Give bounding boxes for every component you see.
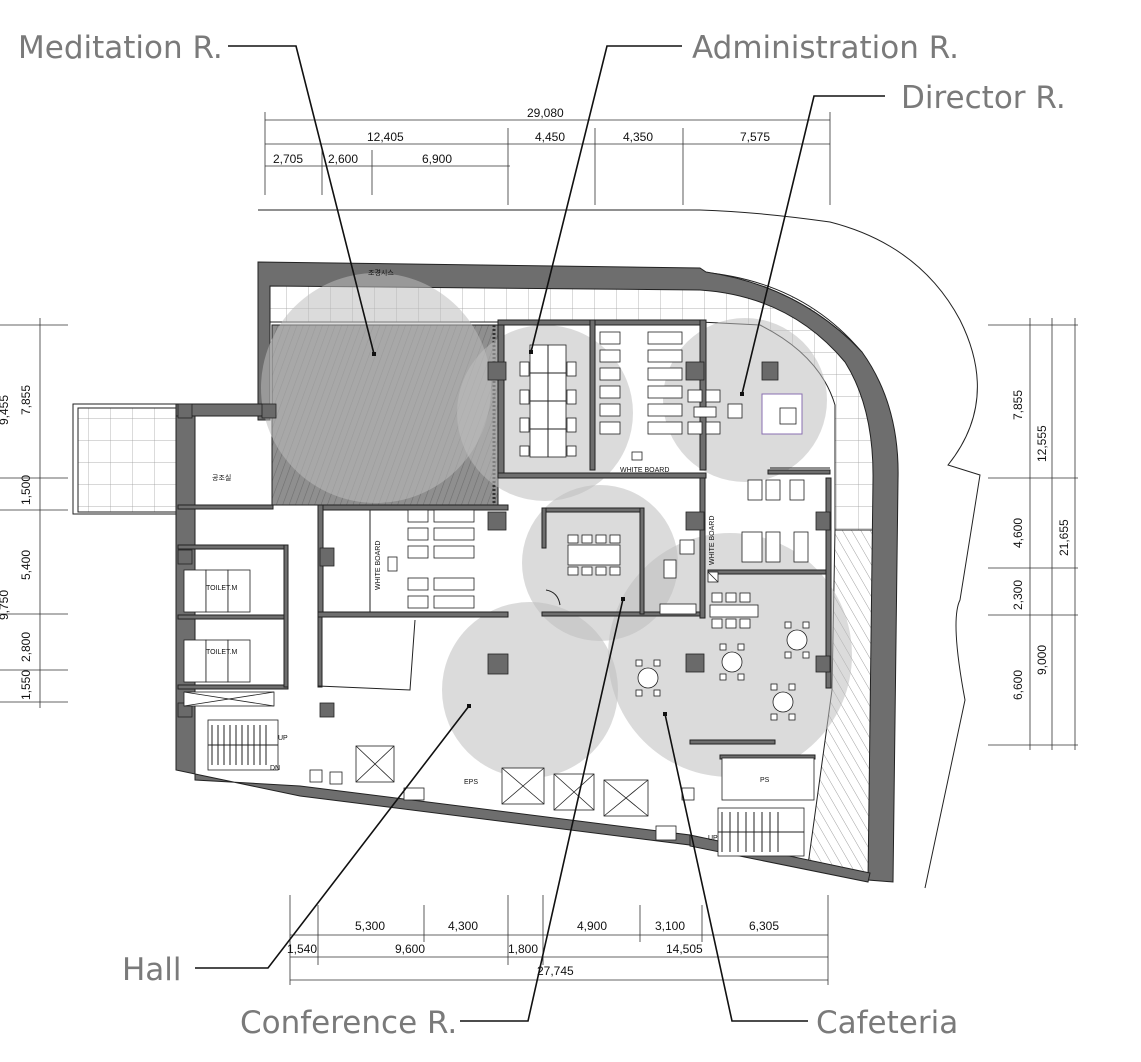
administration-furniture: WHITE BOARD bbox=[519, 331, 683, 474]
dim-left-a: 7,855 bbox=[19, 385, 33, 415]
interior-walls bbox=[177, 319, 832, 760]
dim-bottom-d: 3,100 bbox=[655, 919, 685, 933]
cafeteria-furniture bbox=[635, 592, 810, 721]
eps-label: EPS bbox=[464, 779, 478, 786]
dim-bottom-g: 9,600 bbox=[395, 942, 425, 956]
dim-left-cut1: 9,455 bbox=[0, 395, 11, 425]
dim-bottom-i: 14,505 bbox=[666, 942, 703, 956]
callout-hall: Hall bbox=[122, 952, 182, 988]
dim-bottom-a: 5,300 bbox=[355, 919, 385, 933]
toilets: TOILET.M TOILET.M 공조실 조경시스 bbox=[183, 268, 394, 683]
dim-right-g: 9,000 bbox=[1035, 645, 1049, 675]
dim-top-a: 12,405 bbox=[367, 130, 404, 144]
dim-top-f: 2,600 bbox=[328, 152, 358, 166]
dim-top-d: 7,575 bbox=[740, 130, 770, 144]
dim-bottom-total: 27,745 bbox=[537, 964, 574, 978]
dim-right-a: 7,855 bbox=[1011, 390, 1025, 420]
stair-up-label-2: UP bbox=[708, 835, 718, 842]
dim-right-c: 4,600 bbox=[1011, 518, 1025, 548]
dim-left-b: 1,500 bbox=[19, 475, 33, 505]
callout-director-room: Director R. bbox=[901, 80, 1066, 116]
dim-bottom-e: 6,305 bbox=[749, 919, 779, 933]
core-stairs-elevators: UP DN EPS PS UP bbox=[183, 691, 815, 857]
dim-left-c: 5,400 bbox=[19, 550, 33, 580]
dim-top-g: 6,900 bbox=[422, 152, 452, 166]
training-room-furniture: WHITE BOARD bbox=[369, 509, 475, 612]
whiteboard-label-admin: WHITE BOARD bbox=[620, 467, 669, 474]
dim-top-c: 4,350 bbox=[623, 130, 653, 144]
callout-cafeteria: Cafeteria bbox=[816, 1005, 958, 1041]
callout-leader-lines bbox=[195, 45, 885, 1022]
dim-bottom-b: 4,300 bbox=[448, 919, 478, 933]
structural-columns bbox=[177, 361, 831, 718]
director-furniture bbox=[687, 389, 830, 469]
mechanical-room-label: 공조실 bbox=[212, 473, 231, 482]
dim-left-d: 2,800 bbox=[19, 632, 33, 662]
callout-administration-room: Administration R. bbox=[692, 30, 959, 66]
callout-conference-room: Conference R. bbox=[240, 1005, 457, 1041]
stair-dn-label: DN bbox=[270, 765, 280, 772]
dim-left-cut2: 9,750 bbox=[0, 590, 11, 620]
dim-bottom-f: 1,540 bbox=[287, 942, 317, 956]
conference-furniture bbox=[545, 534, 621, 606]
dim-top-total: 29,080 bbox=[527, 106, 564, 120]
callout-meditation-room: Meditation R. bbox=[18, 30, 223, 66]
whiteboard-label-side: WHITE BOARD bbox=[709, 516, 716, 565]
stair-up-label-1: UP bbox=[278, 735, 288, 742]
dim-right-b: 12,555 bbox=[1035, 425, 1049, 462]
side-room-furniture: WHITE BOARD bbox=[663, 479, 809, 583]
top-dimensions: 29,080 12,405 4,450 4,350 7,575 2,705 2,… bbox=[264, 106, 831, 205]
right-dimensions: 7,855 12,555 4,600 21,655 2,300 6,600 9,… bbox=[988, 318, 1078, 750]
dim-top-e: 2,705 bbox=[273, 152, 303, 166]
dim-top-b: 4,450 bbox=[535, 130, 565, 144]
room-callouts: Meditation R. Administration R. Director… bbox=[18, 30, 1066, 1041]
whiteboard-label-training: WHITE BOARD bbox=[375, 541, 382, 590]
dim-right-d: 21,655 bbox=[1057, 519, 1071, 556]
dim-right-f: 6,600 bbox=[1011, 670, 1025, 700]
dim-right-e: 2,300 bbox=[1011, 580, 1025, 610]
top-planter-label: 조경시스 bbox=[368, 268, 394, 277]
left-dimensions: 7,855 1,500 5,400 2,800 1,550 9,455 9,75… bbox=[0, 318, 68, 708]
bottom-dimensions: 5,300 4,300 4,900 3,100 6,305 1,540 9,60… bbox=[287, 895, 829, 985]
toilet-label-1: TOILET.M bbox=[206, 585, 238, 592]
dim-left-e: 1,550 bbox=[19, 670, 33, 700]
toilet-label-2: TOILET.M bbox=[206, 649, 238, 656]
dim-bottom-h: 1,800 bbox=[508, 942, 538, 956]
ps-label: PS bbox=[760, 777, 770, 784]
dim-bottom-c: 4,900 bbox=[577, 919, 607, 933]
